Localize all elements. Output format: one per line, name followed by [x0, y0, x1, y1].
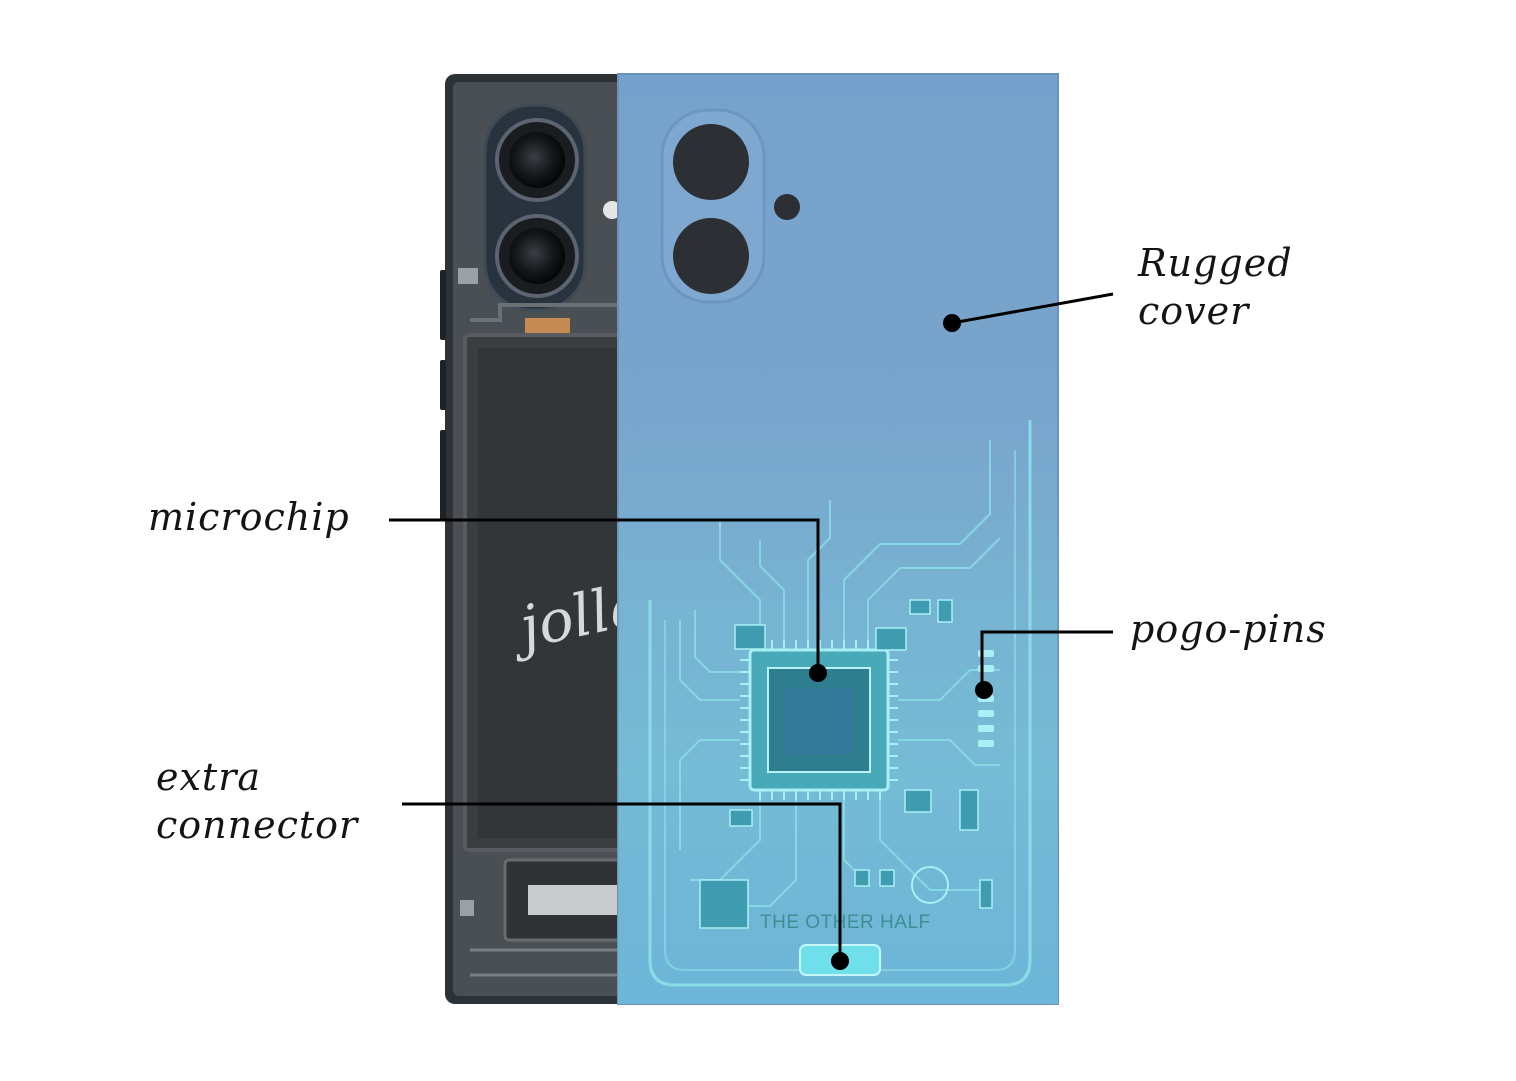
label-extra-connector: extra connector: [156, 754, 358, 849]
label-rugged-cover-line2: cover: [1138, 288, 1250, 333]
rugged-cover-leader: [951, 292, 1114, 325]
extra-connector-leader: [402, 802, 842, 961]
label-extra-connector-line1: extra: [156, 755, 262, 799]
flash-cutout-icon: [774, 194, 800, 220]
internal-trace: [470, 948, 640, 977]
extra-connector-dot: [831, 952, 849, 970]
pogo-pins-leader: [980, 630, 1113, 690]
side-button: [440, 430, 446, 520]
side-button: [440, 270, 446, 340]
label-microchip: microchip: [148, 495, 350, 539]
battery-face: [478, 348, 638, 838]
internal-part: [460, 900, 474, 916]
rugged-cover-dot: [943, 314, 961, 332]
internal-part: [458, 268, 478, 284]
leader-lines: [389, 292, 1114, 970]
camera-lens-glass: [509, 228, 565, 284]
microchip-leader: [389, 518, 820, 673]
pogo-pins-dot: [975, 681, 993, 699]
camera-cutout-icon: [673, 218, 749, 294]
phone-internals: jolla: [440, 74, 650, 1004]
label-rugged-cover-line1: Rugged: [1138, 241, 1293, 285]
circuit-board: THE OTHER HALF: [618, 400, 1058, 1004]
label-rugged-cover: Rugged cover: [1138, 240, 1293, 335]
camera-lens-glass: [509, 132, 565, 188]
board-text: THE OTHER HALF: [760, 912, 931, 933]
side-button: [440, 360, 446, 410]
microchip-dot: [809, 664, 827, 682]
board-components: [699, 599, 993, 929]
pogo-pins-row: [978, 650, 994, 747]
label-pogo-pins: pogo-pins: [1130, 607, 1327, 651]
label-extra-connector-line2: connector: [156, 802, 359, 847]
flash-icon: [603, 201, 621, 219]
board-outline: [648, 420, 1032, 987]
flex-trace: [470, 303, 640, 322]
microchip-core: [786, 688, 852, 754]
camera-cutout-icon: [673, 124, 749, 200]
speaker-grille: [528, 885, 628, 915]
microchip-pins: [740, 640, 898, 800]
board-component-round: [911, 866, 949, 904]
